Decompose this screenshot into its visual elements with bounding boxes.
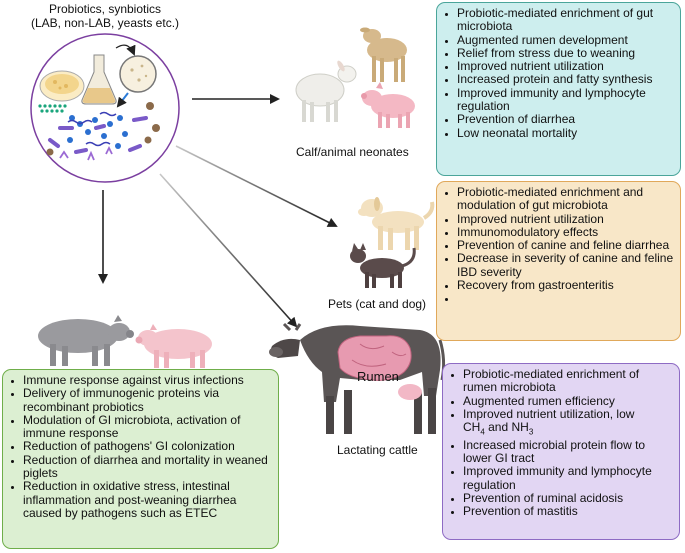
and-nh-text: and NH bbox=[484, 420, 529, 435]
neonates-benefits-list: Probiotic-mediated enrichment of gut mic… bbox=[443, 6, 674, 140]
source-title-line1: Probiotics, synbiotics bbox=[48, 2, 162, 16]
benefit-item: Reduction in oxidative stress, intestina… bbox=[23, 480, 272, 520]
benefit-item: Immunomodulatory effects bbox=[457, 225, 674, 239]
arrow-to-pets bbox=[175, 145, 338, 227]
pig-icon bbox=[38, 315, 134, 366]
cattle-benefits-box: Probiotic-mediated enrichment of rumen m… bbox=[442, 363, 680, 540]
benefit-item: Prevention of ruminal acidosis bbox=[463, 491, 673, 505]
ch-subscript: 4 bbox=[480, 427, 485, 437]
benefit-item: Immune response against virus infections bbox=[23, 373, 272, 387]
benefit-item bbox=[457, 292, 674, 305]
nh-subscript: 3 bbox=[528, 427, 534, 437]
probiotic-circle bbox=[30, 33, 180, 183]
benefit-item: Increased protein and fatty synthesis bbox=[457, 73, 674, 87]
cat-icon bbox=[350, 243, 416, 288]
piglet-icon bbox=[361, 82, 415, 128]
pig-icon bbox=[135, 324, 212, 368]
calf-icon bbox=[360, 27, 407, 82]
benefit-item: Reduction of diarrhea and mortality in w… bbox=[23, 453, 272, 481]
label-neonates: Calf/animal neonates bbox=[296, 145, 409, 159]
benefit-item: Prevention of canine and feline diarrhea bbox=[457, 238, 674, 252]
lamb-icon bbox=[295, 60, 357, 122]
magnifier-icon bbox=[115, 44, 157, 108]
benefit-item: Delivery of immunogenic proteins via rec… bbox=[23, 387, 272, 414]
label-pets: Pets (cat and dog) bbox=[328, 297, 427, 311]
pigs-benefits-box: Immune response against virus infections… bbox=[2, 369, 279, 549]
benefit-item: Recovery from gastroenteritis bbox=[457, 278, 674, 292]
benefit-item: Reduction of pathogens' GI colonization bbox=[23, 440, 272, 454]
cattle-benefits-list: Probiotic-mediated enrichment of rumen m… bbox=[449, 367, 673, 519]
label-cattle: Lactating cattle bbox=[337, 443, 418, 457]
rumen-icon bbox=[337, 335, 412, 381]
benefit-item: Probiotic-mediated enrichment and modula… bbox=[457, 185, 674, 213]
arrow-to-cattle bbox=[159, 173, 298, 328]
ch-text: CH bbox=[463, 420, 481, 435]
benefit-item: Improved immunity and lymphocyte regulat… bbox=[463, 465, 673, 492]
benefit-item: Prevention of mastitis bbox=[463, 505, 673, 519]
flask-icon bbox=[81, 54, 117, 105]
bacteria-icon bbox=[38, 102, 160, 161]
benefit-item: Improved nutrient utilization bbox=[457, 59, 674, 73]
benefit-item: Augmented rumen development bbox=[457, 33, 674, 47]
neonates-benefits-box: Probiotic-mediated enrichment of gut mic… bbox=[436, 2, 681, 176]
benefit-item: Prevention of diarrhea bbox=[457, 113, 674, 127]
benefit-item: Relief from stress due to weaning bbox=[457, 46, 674, 60]
dog-icon bbox=[358, 197, 435, 250]
pigs-benefits-list: Immune response against virus infections… bbox=[9, 373, 272, 520]
benefit-item: Decrease in severity of canine and felin… bbox=[457, 252, 674, 279]
source-title-line2: (LAB, non-LAB, yeasts etc.) bbox=[30, 16, 180, 30]
benefit-item: Augmented rumen efficiency bbox=[463, 394, 673, 408]
petri-dish-icon bbox=[39, 70, 85, 102]
pets-benefits-list: Probiotic-mediated enrichment and modula… bbox=[443, 185, 674, 306]
source-title: Probiotics, synbiotics (LAB, non-LAB, ye… bbox=[0, 2, 210, 30]
benefit-item: Probiotic-mediated enrichment of gut mic… bbox=[457, 6, 674, 34]
pets-benefits-box: Probiotic-mediated enrichment and modula… bbox=[436, 181, 681, 341]
benefit-item: Improved nutrient utilization bbox=[457, 212, 674, 226]
benefit-item: Improved immunity and lymphocyte regulat… bbox=[457, 86, 674, 114]
benefit-item: Probiotic-mediated enrichment of rumen m… bbox=[463, 367, 673, 395]
benefit-item: Modulation of GI microbiota, activation … bbox=[23, 413, 272, 441]
benefit-item: Increased microbial protein flow to lowe… bbox=[463, 438, 673, 466]
label-rumen: Rumen bbox=[357, 369, 399, 384]
nutrient-text: Improved nutrient utilization, low bbox=[463, 406, 635, 421]
benefit-item: Low neonatal mortality bbox=[457, 126, 674, 140]
